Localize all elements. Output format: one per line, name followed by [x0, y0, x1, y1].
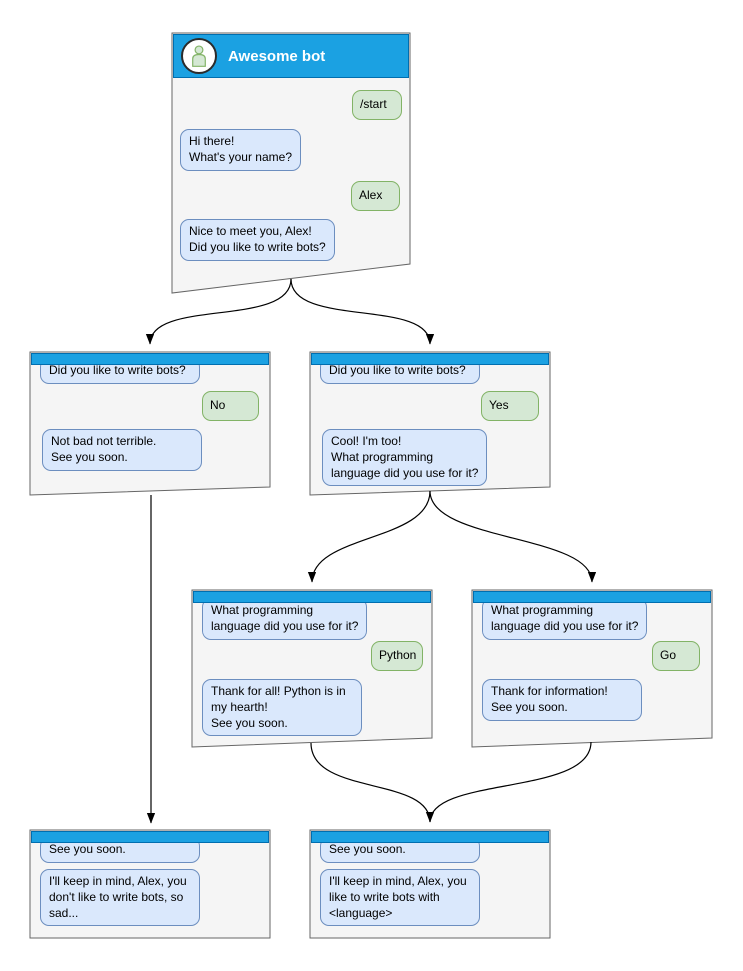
card-header-strip-go [473, 591, 711, 603]
user-bubble-yes: Yes [481, 391, 539, 421]
edge-main-to-yes [290, 278, 435, 345]
bot-bubble-reply-python: Thank for all! Python is in my hearth! S… [202, 679, 362, 737]
bot-bubble-reply-no: Not bad not terrible. See you soon. [42, 429, 202, 471]
card-header-strip-yes [311, 353, 549, 365]
bot-bubble-reply-yes: Cool! I'm too! What programming language… [322, 429, 488, 487]
edge-yes-to-go [429, 490, 597, 583]
bot-bubble-keep-in-mind-no: I'll keep in mind, Alex, you don't like … [40, 869, 200, 927]
user-bubble-start: /start [352, 90, 402, 120]
card-header-strip-no [31, 353, 269, 365]
edge-python-to-end [310, 742, 435, 823]
user-bubble-no: No [202, 391, 259, 421]
bot-bubble-question-python-card: What programming language did you use fo… [202, 598, 368, 640]
user-bubble-python: Python [371, 641, 423, 671]
bot-bubble-keep-in-mind-yes: I'll keep in mind, Alex, you like to wri… [320, 869, 480, 927]
bot-name: Awesome bot [228, 47, 326, 65]
edge-main-to-no [145, 278, 292, 345]
bot-bubble-ask-write-bots: Nice to meet you, Alex! Did you like to … [180, 219, 335, 261]
card-header-strip-python [193, 591, 431, 603]
person-icon [192, 45, 206, 67]
bot-bubble-reply-go: Thank for information! See you soon. [482, 679, 642, 721]
bot-bubble-question-go-card: What programming language did you use fo… [482, 598, 648, 640]
bot-avatar [181, 38, 217, 74]
user-bubble-name: Alex [351, 181, 400, 211]
user-bubble-go: Go [652, 641, 700, 671]
card-header-strip-end-no [31, 831, 269, 843]
bot-chat-header: Awesome bot [173, 34, 409, 78]
edge-yes-to-python [307, 490, 431, 583]
edge-go-to-end [429, 741, 592, 823]
card-header-strip-end-yes [311, 831, 549, 843]
bot-bubble-greeting: Hi there! What's your name? [180, 129, 302, 171]
